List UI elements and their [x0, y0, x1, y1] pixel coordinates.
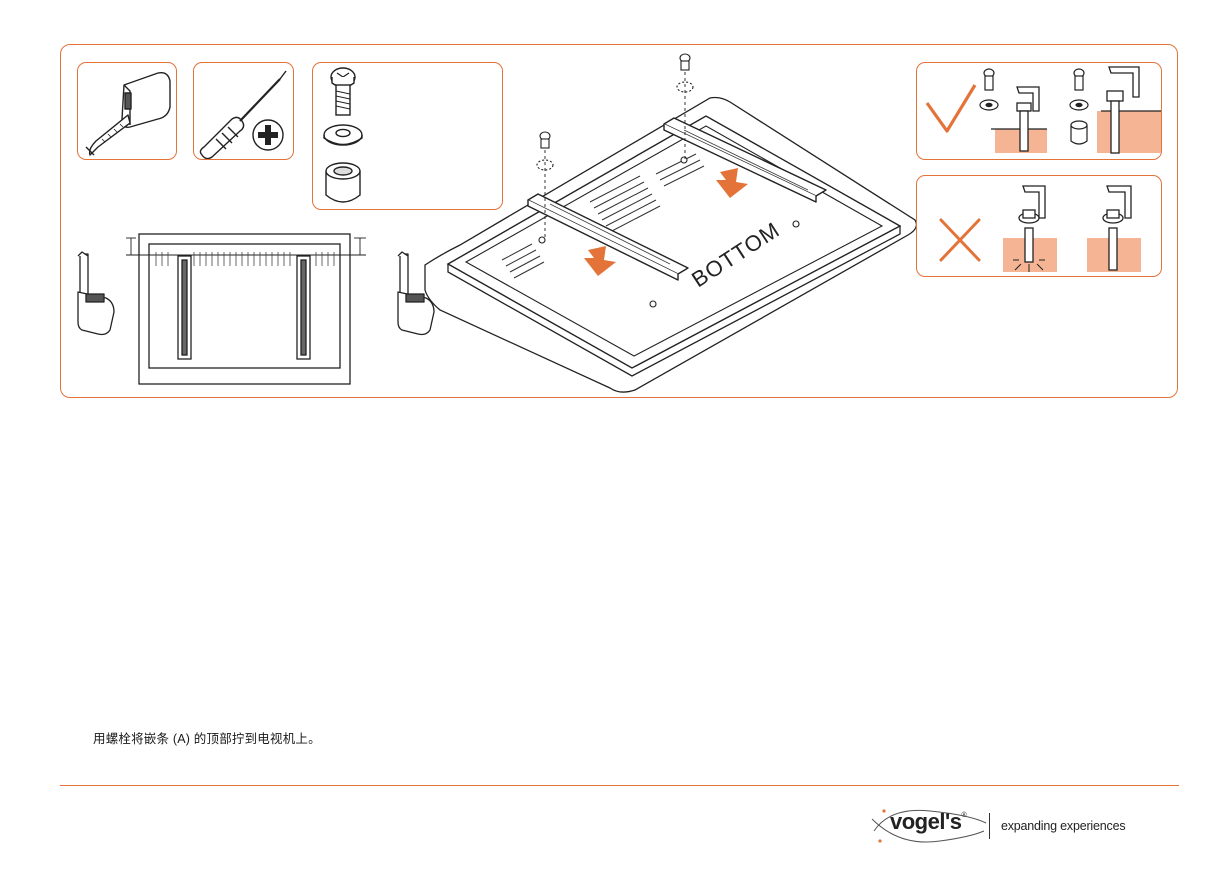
- brand-tagline: expanding experiences: [1001, 819, 1125, 833]
- instruction-text: 用螺栓将嵌条 (A) 的顶部拧到电视机上。: [93, 728, 321, 747]
- wrong-mounting-panel: [916, 175, 1162, 277]
- correct-mounting-panel: [916, 62, 1162, 160]
- brand-logo-text: vogel's®: [890, 809, 966, 835]
- tool-panel-tape-measure: [77, 62, 177, 160]
- tape-measure-left-icon: [74, 250, 120, 338]
- brand-separator: [989, 813, 990, 839]
- tape-measure-icon: [78, 63, 177, 160]
- cross-icon: [941, 220, 979, 260]
- tool-panel-screwdriver: [193, 62, 294, 160]
- footer-divider: [60, 785, 1179, 786]
- wall-measurement-diagram: [70, 228, 440, 388]
- brand-footer: vogel's® expanding experiences: [870, 803, 1140, 847]
- phillips-screwdriver-icon: [194, 63, 294, 160]
- spacer-icon: [326, 163, 360, 202]
- washer-icon: [324, 125, 362, 145]
- tv-back-illustration: BOTTOM: [420, 50, 920, 395]
- checkmark-icon: [927, 85, 975, 131]
- bolt-icon: [331, 68, 355, 115]
